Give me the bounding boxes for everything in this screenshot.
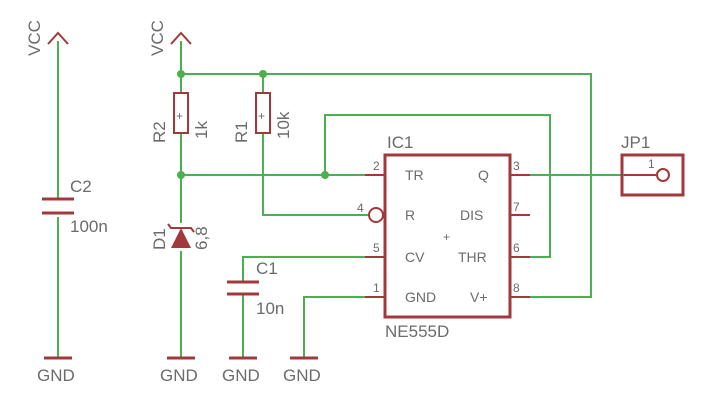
component-name: JP1 [621, 133, 650, 152]
vcc-label: VCC [148, 20, 167, 56]
jumper-jp1: JP1 1 [620, 133, 685, 197]
pin-number: 4 [357, 201, 364, 215]
gnd-label: GND [283, 366, 321, 385]
junction-dot [177, 70, 185, 78]
component-name: R2 [150, 121, 169, 143]
vcc-arrow-icon [170, 31, 192, 45]
resistor-r2: + R2 1k [150, 92, 211, 143]
gnd-symbol-3: GND [222, 356, 260, 385]
capacitor-c1: C1 10n [227, 259, 284, 318]
gnd-label: GND [222, 366, 260, 385]
resistor-plus-icon: + [258, 109, 265, 123]
component-value: 10k [274, 111, 293, 139]
wires [57, 41, 625, 359]
component-name: C2 [70, 177, 92, 196]
pin-label: THR [458, 249, 487, 265]
vcc-arrow-icon [47, 31, 69, 45]
diode-triangle-icon [171, 228, 191, 248]
component-name: IC1 [387, 133, 413, 152]
resistor-body [255, 92, 271, 134]
component-part: NE555D [385, 322, 449, 341]
junction-dot [177, 171, 185, 179]
jumper-body [620, 153, 685, 197]
inversion-bubble-icon [368, 207, 384, 223]
junction-dot [259, 70, 267, 78]
ic-center-plus-icon: + [443, 230, 450, 244]
zener-diode-d1: D1 6,8 [150, 223, 211, 250]
component-name: D1 [150, 228, 169, 250]
gnd-label: GND [160, 366, 198, 385]
pin-number: 6 [513, 241, 520, 255]
capacitor-c2: C2 100n [42, 177, 108, 236]
ic-body [383, 153, 512, 319]
pin-label: GND [405, 289, 436, 305]
pin-label: R [405, 207, 415, 223]
vcc-label: VCC [25, 20, 44, 56]
component-value: 1k [192, 121, 211, 139]
pin-number: 2 [373, 159, 380, 173]
component-value: 100n [70, 217, 108, 236]
vcc-symbol-right: VCC [148, 20, 192, 56]
ic-ne555: IC1 NE555D + 2 4 5 1 3 7 6 8 TR R CV GND… [357, 133, 530, 341]
pin-number: 7 [513, 200, 520, 214]
pin-label: TR [405, 167, 424, 183]
resistor-body [173, 92, 189, 134]
pin-number: 5 [373, 241, 380, 255]
pin-number: 1 [648, 157, 655, 171]
pin-number: 3 [513, 159, 520, 173]
gnd-symbol-4: GND [283, 356, 321, 385]
resistor-plus-icon: + [176, 109, 183, 123]
gnd-symbol-2: GND [160, 356, 198, 385]
component-name: C1 [256, 259, 278, 278]
component-name: R1 [232, 121, 251, 143]
resistor-r1: + R1 10k [232, 92, 293, 143]
jumper-pad-icon [656, 168, 670, 182]
gnd-symbol-1: GND [37, 356, 75, 385]
junction-dot [321, 171, 329, 179]
pin-number: 1 [373, 281, 380, 295]
junctions [177, 70, 329, 179]
pin-label: V+ [470, 289, 488, 305]
pin-label: Q [478, 167, 489, 183]
vcc-symbol-left: VCC [25, 20, 69, 56]
pin-label: CV [405, 249, 425, 265]
gnd-label: GND [37, 366, 75, 385]
zener-bar-icon [167, 223, 195, 233]
pin-label: DIS [460, 207, 483, 223]
pin-number: 8 [513, 281, 520, 295]
component-value: 6,8 [192, 226, 211, 250]
component-value: 10n [256, 299, 284, 318]
